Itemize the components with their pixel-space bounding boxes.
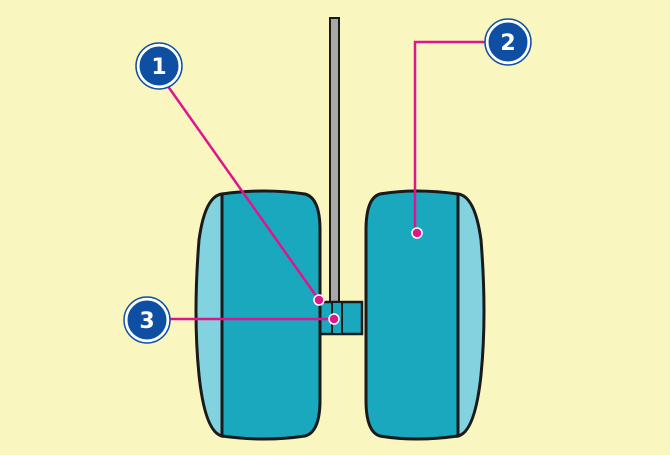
leader-endpoints: [313, 227, 423, 325]
leader-lines: [158, 40, 485, 321]
leader-dot-1: [313, 294, 325, 306]
callout-label-3: 3: [139, 309, 154, 334]
callout-badge-1: 1: [135, 42, 183, 90]
right-wheel: [364, 189, 486, 441]
callout-label-1: 1: [151, 55, 166, 80]
leader-dot-3: [328, 313, 340, 325]
left-wheel-sidewall: [194, 192, 224, 438]
callout-badge-3: 3: [123, 296, 171, 344]
callout-label-2: 2: [500, 31, 515, 56]
left-wheel: [194, 189, 322, 441]
right-wheel-tread: [364, 189, 460, 441]
leader-line-2: [413, 40, 485, 232]
leader-line-1: [158, 74, 321, 301]
leader-dot-2: [411, 227, 423, 239]
strut: [329, 17, 340, 309]
left-wheel-tread: [220, 189, 322, 441]
right-wheel-sidewall: [456, 192, 486, 438]
callout-badge-2: 2: [484, 18, 532, 66]
